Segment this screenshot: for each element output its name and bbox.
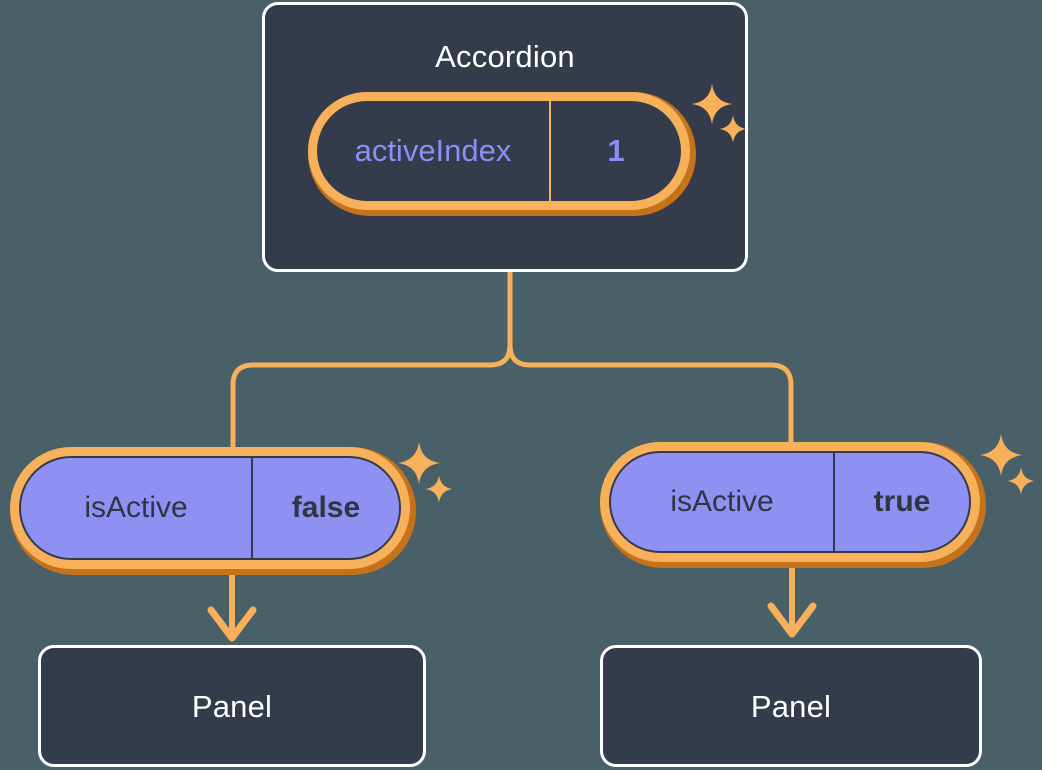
edge-accordion-to-left-pill [230,269,513,455]
state-value-label: 1 [607,133,625,168]
edge-accordion-to-right-pill [507,269,794,453]
state-key-label: isActive [21,458,253,558]
pill-body: activeIndex 1 [317,101,681,201]
panel-title: Panel [750,688,832,724]
state-key-label: isActive [611,453,835,551]
panel-title: Panel [191,688,273,724]
state-value-label: true [873,485,931,518]
sparkle-icon-small [425,475,453,503]
pill-body: isActive true [609,451,971,553]
state-key-label: activeIndex [317,101,551,201]
panel-component-box-right[interactable]: Panel [600,645,982,767]
state-pill-is-active-true[interactable]: isActive true [600,442,992,572]
accordion-title: Accordion [435,39,575,74]
arrow-down-icon-right [767,602,817,638]
state-pill-active-index[interactable]: activeIndex 1 [308,92,708,222]
arrow-down-icon-left [207,606,257,642]
sparkle-icon-small [1007,467,1035,495]
panel-component-box-left[interactable]: Panel [38,645,426,767]
pill-body: isActive false [19,456,401,560]
state-pill-is-active-false[interactable]: isActive false [10,447,422,579]
sparkle-icon [980,434,1022,476]
state-value-label: false [291,491,361,524]
